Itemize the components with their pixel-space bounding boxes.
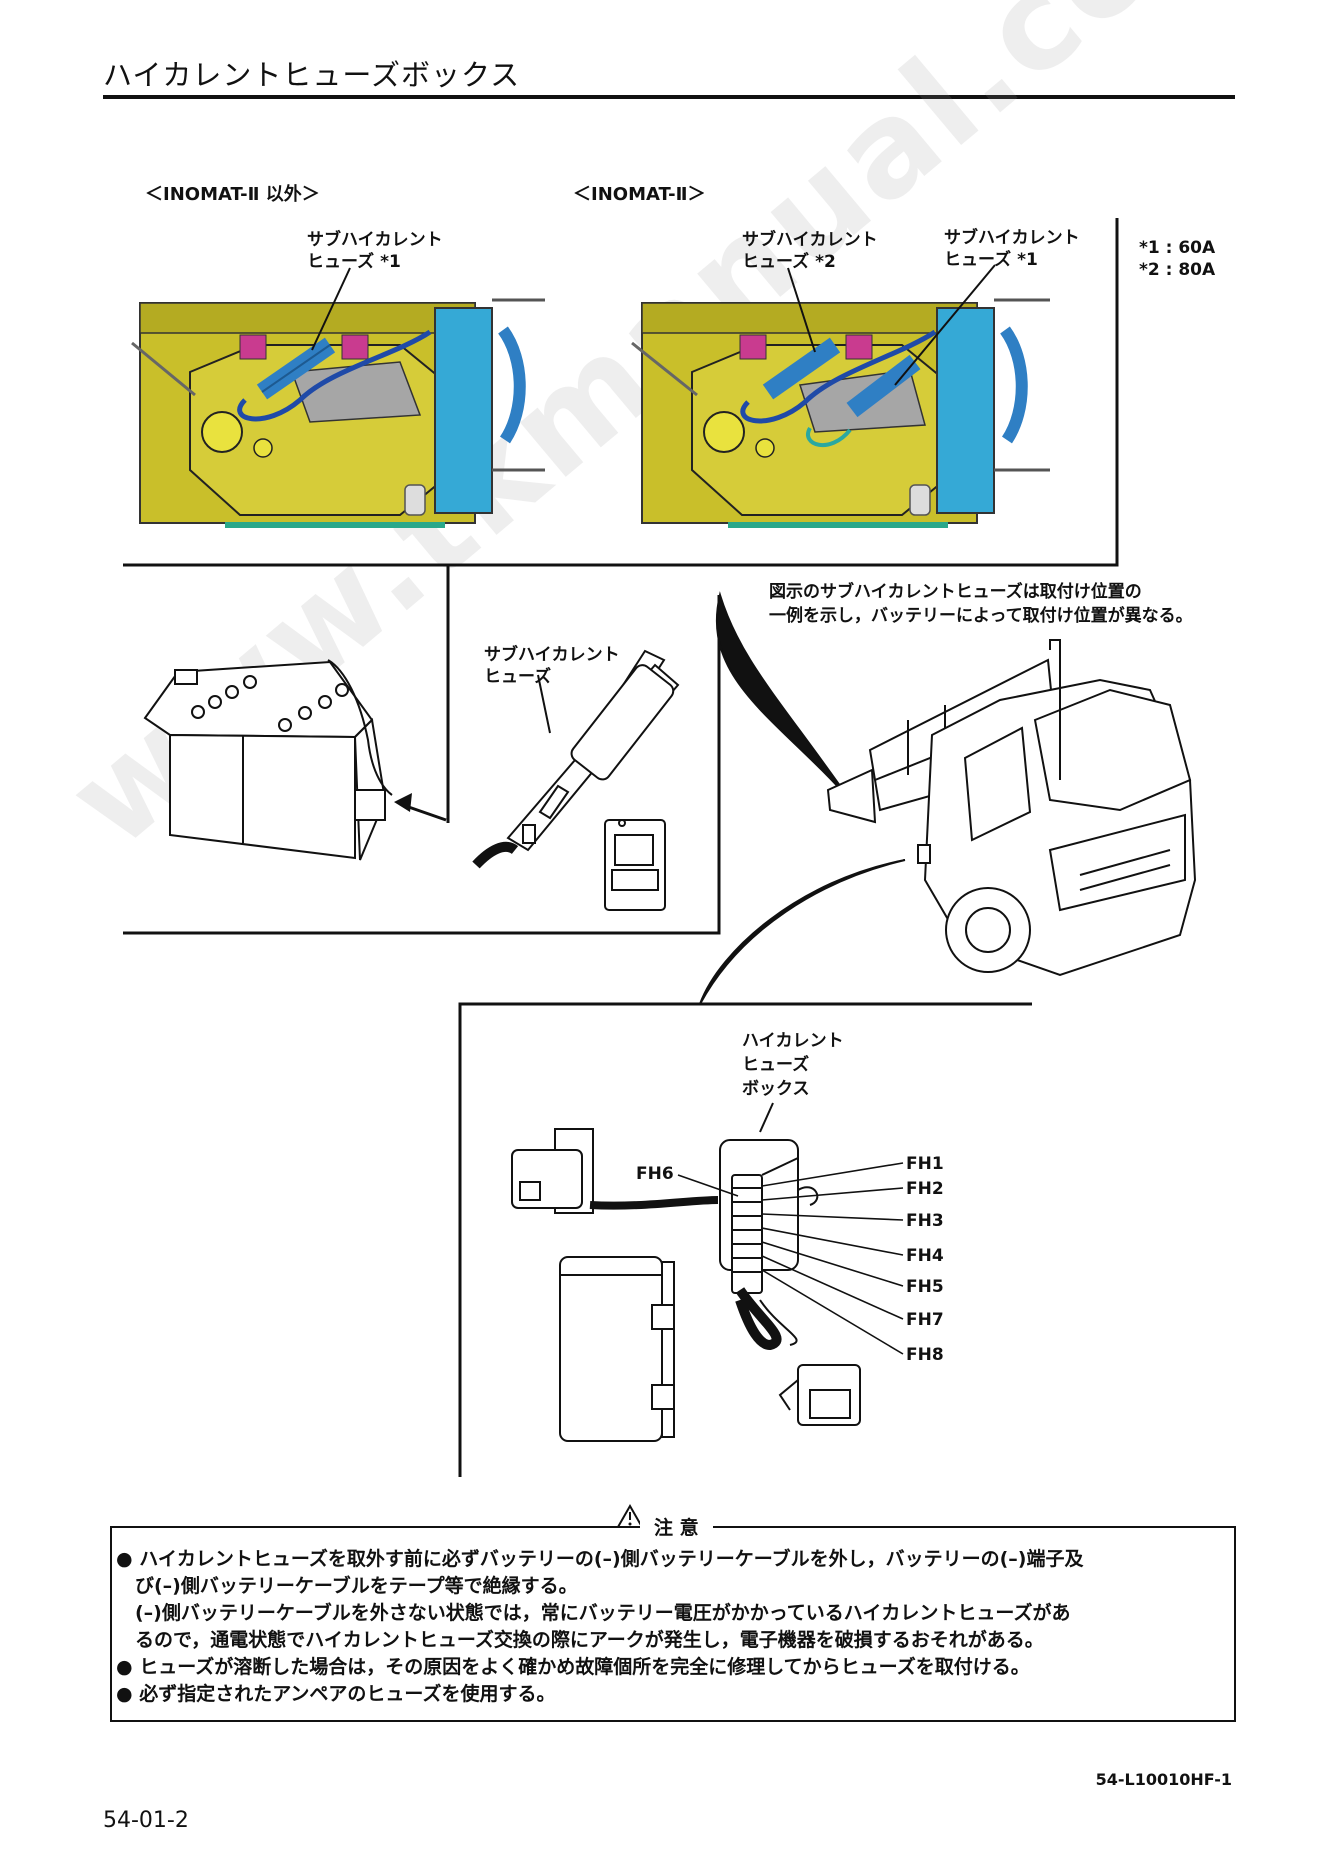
fuse-area-illustration-left	[131, 298, 545, 528]
legend-note: *1 : 60A	[1139, 238, 1216, 258]
callout-line: ヒューズ	[484, 667, 552, 687]
fuse-leader-lines	[677, 1162, 904, 1355]
fuse-label-fh3: FH3	[906, 1211, 944, 1231]
fuse-label-fh8: FH8	[906, 1345, 944, 1365]
legend-note: *2 : 80A	[1139, 260, 1216, 280]
callout-sub-fuse-left: サブハイカレント ヒューズ *1	[307, 229, 443, 273]
fuse-area-illustration-right	[631, 298, 1050, 528]
note-line: 図示のサブハイカレントヒューズは取付け位置の	[769, 582, 1142, 602]
label-line: ハイカレント	[742, 1031, 844, 1051]
callout-sub-fuse-battery: サブハイカレント ヒューズ	[484, 644, 620, 688]
fuse-label-fh7: FH7	[906, 1310, 944, 1330]
note-line: 一例を示し，バッテリーによって取付け位置が異なる。	[769, 606, 1193, 626]
fuse-label-fh6: FH6	[636, 1164, 674, 1184]
amp-legend: *1 : 60A *2 : 80A	[1139, 237, 1215, 281]
callout-line: サブハイカレント	[742, 230, 878, 250]
page-number: 54-01-2	[103, 1808, 189, 1833]
label-line: ボックス	[742, 1079, 810, 1099]
truck-illustration	[699, 591, 1197, 1005]
fuse-label-fh2: FH2	[906, 1179, 944, 1199]
caution-line: ● ヒューズが溶断した場合は，その原因をよく確かめ故障個所を完全に修理してからヒ…	[116, 1656, 1030, 1678]
caution-body: ● ハイカレントヒューズを取外す前に必ずバッテリーの(–)側バッテリーケーブルを…	[116, 1546, 1226, 1708]
callout-line: ヒューズ *1	[307, 252, 401, 272]
top-leader-lines	[311, 264, 996, 386]
label-line: ヒューズ	[742, 1055, 810, 1075]
battery-illustration	[143, 659, 447, 861]
callout-line: ヒューズ *1	[944, 250, 1038, 270]
caution-heading: 注 意	[640, 1513, 713, 1540]
callout-line: ヒューズ *2	[742, 252, 836, 272]
fuse-label-fh4: FH4	[906, 1246, 944, 1266]
fuse-box-illustration	[511, 1102, 861, 1442]
fuse-label-fh5: FH5	[906, 1277, 944, 1297]
sub-fuse-illustration	[472, 649, 680, 911]
caution-line: ● ハイカレントヒューズを取外す前に必ずバッテリーの(–)側バッテリーケーブルを…	[116, 1548, 1084, 1570]
fuse-label-fh1: FH1	[906, 1154, 944, 1174]
callout-line: サブハイカレント	[307, 230, 443, 250]
variant-label-inomat: ＜INOMAT-Ⅱ＞	[573, 184, 706, 205]
page-title: ハイカレントヒューズボックス	[103, 58, 521, 92]
title-rule	[103, 95, 1235, 99]
fuse-box-label: ハイカレント ヒューズ ボックス	[742, 1029, 844, 1101]
callout-sub-fuse-1: サブハイカレント ヒューズ *1	[944, 227, 1080, 271]
caution-line: び(–)側バッテリーケーブルをテープ等で絶縁する。	[116, 1575, 578, 1597]
caution-line: るので，通電状態でハイカレントヒューズ交換の際にアークが発生し，電子機器を破損す…	[116, 1629, 1044, 1651]
caution-line: ● 必ず指定されたアンペアのヒューズを使用する。	[116, 1683, 556, 1705]
mounting-note: 図示のサブハイカレントヒューズは取付け位置の 一例を示し，バッテリーによって取付…	[769, 580, 1193, 628]
warning-icon	[616, 1503, 644, 1528]
callout-line: サブハイカレント	[944, 228, 1080, 248]
document-code: 54-L10010HF-1	[1095, 1770, 1232, 1789]
frame-lines	[123, 218, 1119, 1477]
caution-line: (–)側バッテリーケーブルを外さない状態では，常にバッテリー電圧がかかっているハ…	[116, 1602, 1071, 1624]
callout-line: サブハイカレント	[484, 645, 620, 665]
variant-label-non-inomat: ＜INOMAT-Ⅱ 以外＞	[145, 184, 320, 205]
callout-sub-fuse-2: サブハイカレント ヒューズ *2	[742, 229, 878, 273]
